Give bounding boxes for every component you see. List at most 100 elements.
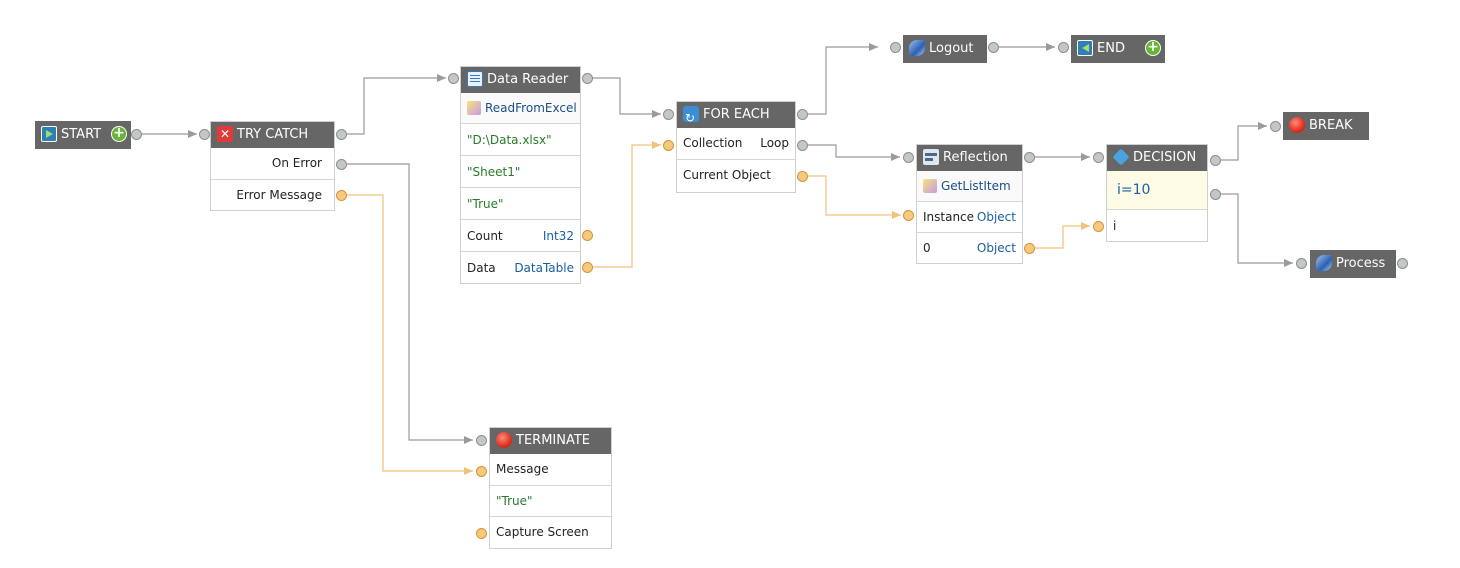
add-icon[interactable]: + bbox=[111, 126, 127, 142]
terminate-title: TERMINATE bbox=[516, 433, 591, 448]
decision-input-row[interactable]: i bbox=[1107, 209, 1207, 241]
data-row[interactable]: Data DataTable bbox=[461, 251, 580, 283]
loop-port[interactable] bbox=[797, 140, 808, 151]
wire-current-instance bbox=[808, 175, 901, 219]
reflection-function-row[interactable]: GetListItem bbox=[917, 171, 1022, 201]
error-message-row[interactable]: Error Message bbox=[211, 179, 334, 210]
break-header[interactable]: BREAK bbox=[1283, 112, 1369, 140]
loop-label: Loop bbox=[760, 136, 789, 150]
terminate-node[interactable]: TERMINATE Message "True" Capture Screen bbox=[489, 427, 612, 549]
break-node[interactable]: BREAK bbox=[1283, 112, 1369, 140]
trycatch-node[interactable]: ✕TRY CATCH On Error Error Message bbox=[210, 121, 335, 211]
reflection-in-port[interactable] bbox=[903, 152, 914, 163]
count-type: Int32 bbox=[542, 229, 574, 243]
message-row[interactable]: Message bbox=[490, 454, 611, 485]
start-title: START bbox=[61, 127, 102, 142]
foreach-title: FOR EACH bbox=[703, 107, 770, 122]
capture-screen-row[interactable]: Capture Screen bbox=[490, 516, 611, 547]
decision-i-port[interactable] bbox=[1093, 221, 1104, 232]
logout-node[interactable]: Logout bbox=[903, 35, 987, 63]
end-in-port[interactable] bbox=[1058, 42, 1069, 53]
foreach-out-port[interactable] bbox=[797, 109, 808, 120]
index-row[interactable]: 0 Object bbox=[917, 232, 1022, 263]
datareader-title: Data Reader bbox=[487, 72, 569, 87]
loop-icon bbox=[683, 105, 699, 131]
count-row[interactable]: Count Int32 bbox=[461, 219, 580, 251]
on-error-label: On Error bbox=[271, 156, 322, 170]
wire-decision-break bbox=[1221, 122, 1267, 161]
count-label: Count bbox=[467, 229, 503, 243]
reflection-function-name: GetListItem bbox=[941, 179, 1011, 193]
header-arg-row[interactable]: "True" bbox=[461, 187, 580, 219]
instance-port[interactable] bbox=[903, 210, 914, 221]
end-icon bbox=[1077, 40, 1093, 56]
trycatch-title: TRY CATCH bbox=[237, 127, 309, 142]
start-out-port[interactable] bbox=[131, 129, 142, 140]
end-header[interactable]: END + bbox=[1071, 35, 1165, 63]
foreach-in-port[interactable] bbox=[663, 109, 674, 120]
logout-in-port[interactable] bbox=[890, 42, 901, 53]
end-node[interactable]: END + bbox=[1071, 35, 1165, 63]
collection-row[interactable]: Collection Loop bbox=[677, 128, 795, 159]
count-port[interactable] bbox=[582, 230, 593, 241]
decision-false-port[interactable] bbox=[1210, 189, 1221, 200]
expression-row[interactable]: i=10 bbox=[1107, 171, 1207, 209]
process-in-port[interactable] bbox=[1296, 258, 1307, 269]
instance-row[interactable]: Instance Object bbox=[917, 201, 1022, 232]
process-node[interactable]: Process bbox=[1310, 250, 1396, 278]
data-port[interactable] bbox=[582, 262, 593, 273]
foreach-node[interactable]: FOR EACH Collection Loop Current Object bbox=[676, 101, 796, 193]
process-out-port[interactable] bbox=[1397, 258, 1408, 269]
message-label: Message bbox=[496, 462, 549, 476]
logout-header[interactable]: Logout bbox=[903, 35, 987, 63]
message-port[interactable] bbox=[476, 466, 487, 477]
reflection-icon bbox=[923, 149, 939, 165]
decision-true-port[interactable] bbox=[1210, 155, 1221, 166]
decision-header[interactable]: DECISION bbox=[1107, 145, 1207, 171]
path-arg-row[interactable]: "D:\Data.xlsx" bbox=[461, 123, 580, 155]
logout-title: Logout bbox=[929, 41, 974, 56]
decision-expression: i=10 bbox=[1117, 182, 1151, 198]
reflection-header[interactable]: Reflection bbox=[917, 145, 1022, 171]
start-header[interactable]: START + bbox=[35, 121, 131, 149]
wire-object-i bbox=[1035, 222, 1090, 249]
index-type: Object bbox=[976, 241, 1016, 255]
index-label: 0 bbox=[923, 241, 931, 255]
index-result-port[interactable] bbox=[1024, 243, 1035, 254]
start-icon bbox=[41, 126, 57, 142]
datareader-out-port[interactable] bbox=[582, 73, 593, 84]
collection-port[interactable] bbox=[663, 140, 674, 151]
logout-out-port[interactable] bbox=[988, 42, 999, 53]
current-object-row[interactable]: Current Object bbox=[677, 159, 795, 190]
reflection-node[interactable]: Reflection GetListItem Instance Object 0… bbox=[916, 144, 1023, 264]
add-icon[interactable]: + bbox=[1145, 40, 1161, 56]
terminate-in-port[interactable] bbox=[476, 435, 487, 446]
reflection-out-port[interactable] bbox=[1024, 152, 1035, 163]
current-object-label: Current Object bbox=[683, 168, 771, 182]
datareader-in-port[interactable] bbox=[448, 73, 459, 84]
error-message-port[interactable] bbox=[336, 190, 347, 201]
data-label: Data bbox=[467, 261, 496, 275]
capture-screen-label: Capture Screen bbox=[496, 525, 589, 539]
sheet-arg-row[interactable]: "Sheet1" bbox=[461, 155, 580, 187]
capture-screen-port[interactable] bbox=[476, 528, 487, 539]
break-in-port[interactable] bbox=[1270, 121, 1281, 132]
start-node[interactable]: START + bbox=[35, 121, 131, 149]
decision-in-port[interactable] bbox=[1093, 152, 1104, 163]
message-value-row[interactable]: "True" bbox=[490, 485, 611, 516]
foreach-header[interactable]: FOR EACH bbox=[677, 102, 795, 131]
datareader-node[interactable]: Data Reader ReadFromExcel "D:\Data.xlsx"… bbox=[460, 66, 581, 284]
process-header[interactable]: Process bbox=[1310, 250, 1396, 278]
trycatch-out-port[interactable] bbox=[336, 129, 347, 140]
trycatch-in-port[interactable] bbox=[199, 129, 210, 140]
datareader-header[interactable]: Data Reader bbox=[461, 67, 580, 93]
current-object-port[interactable] bbox=[797, 171, 808, 182]
function-row[interactable]: ReadFromExcel bbox=[461, 93, 580, 123]
on-error-row[interactable]: On Error bbox=[211, 148, 334, 179]
wire-trycatch-datareader bbox=[347, 74, 446, 135]
on-error-port[interactable] bbox=[336, 159, 347, 170]
terminate-header[interactable]: TERMINATE bbox=[490, 428, 611, 454]
decision-node[interactable]: DECISION i=10 i bbox=[1106, 144, 1208, 242]
trycatch-header[interactable]: ✕TRY CATCH bbox=[211, 122, 334, 148]
error-message-label: Error Message bbox=[236, 188, 322, 202]
